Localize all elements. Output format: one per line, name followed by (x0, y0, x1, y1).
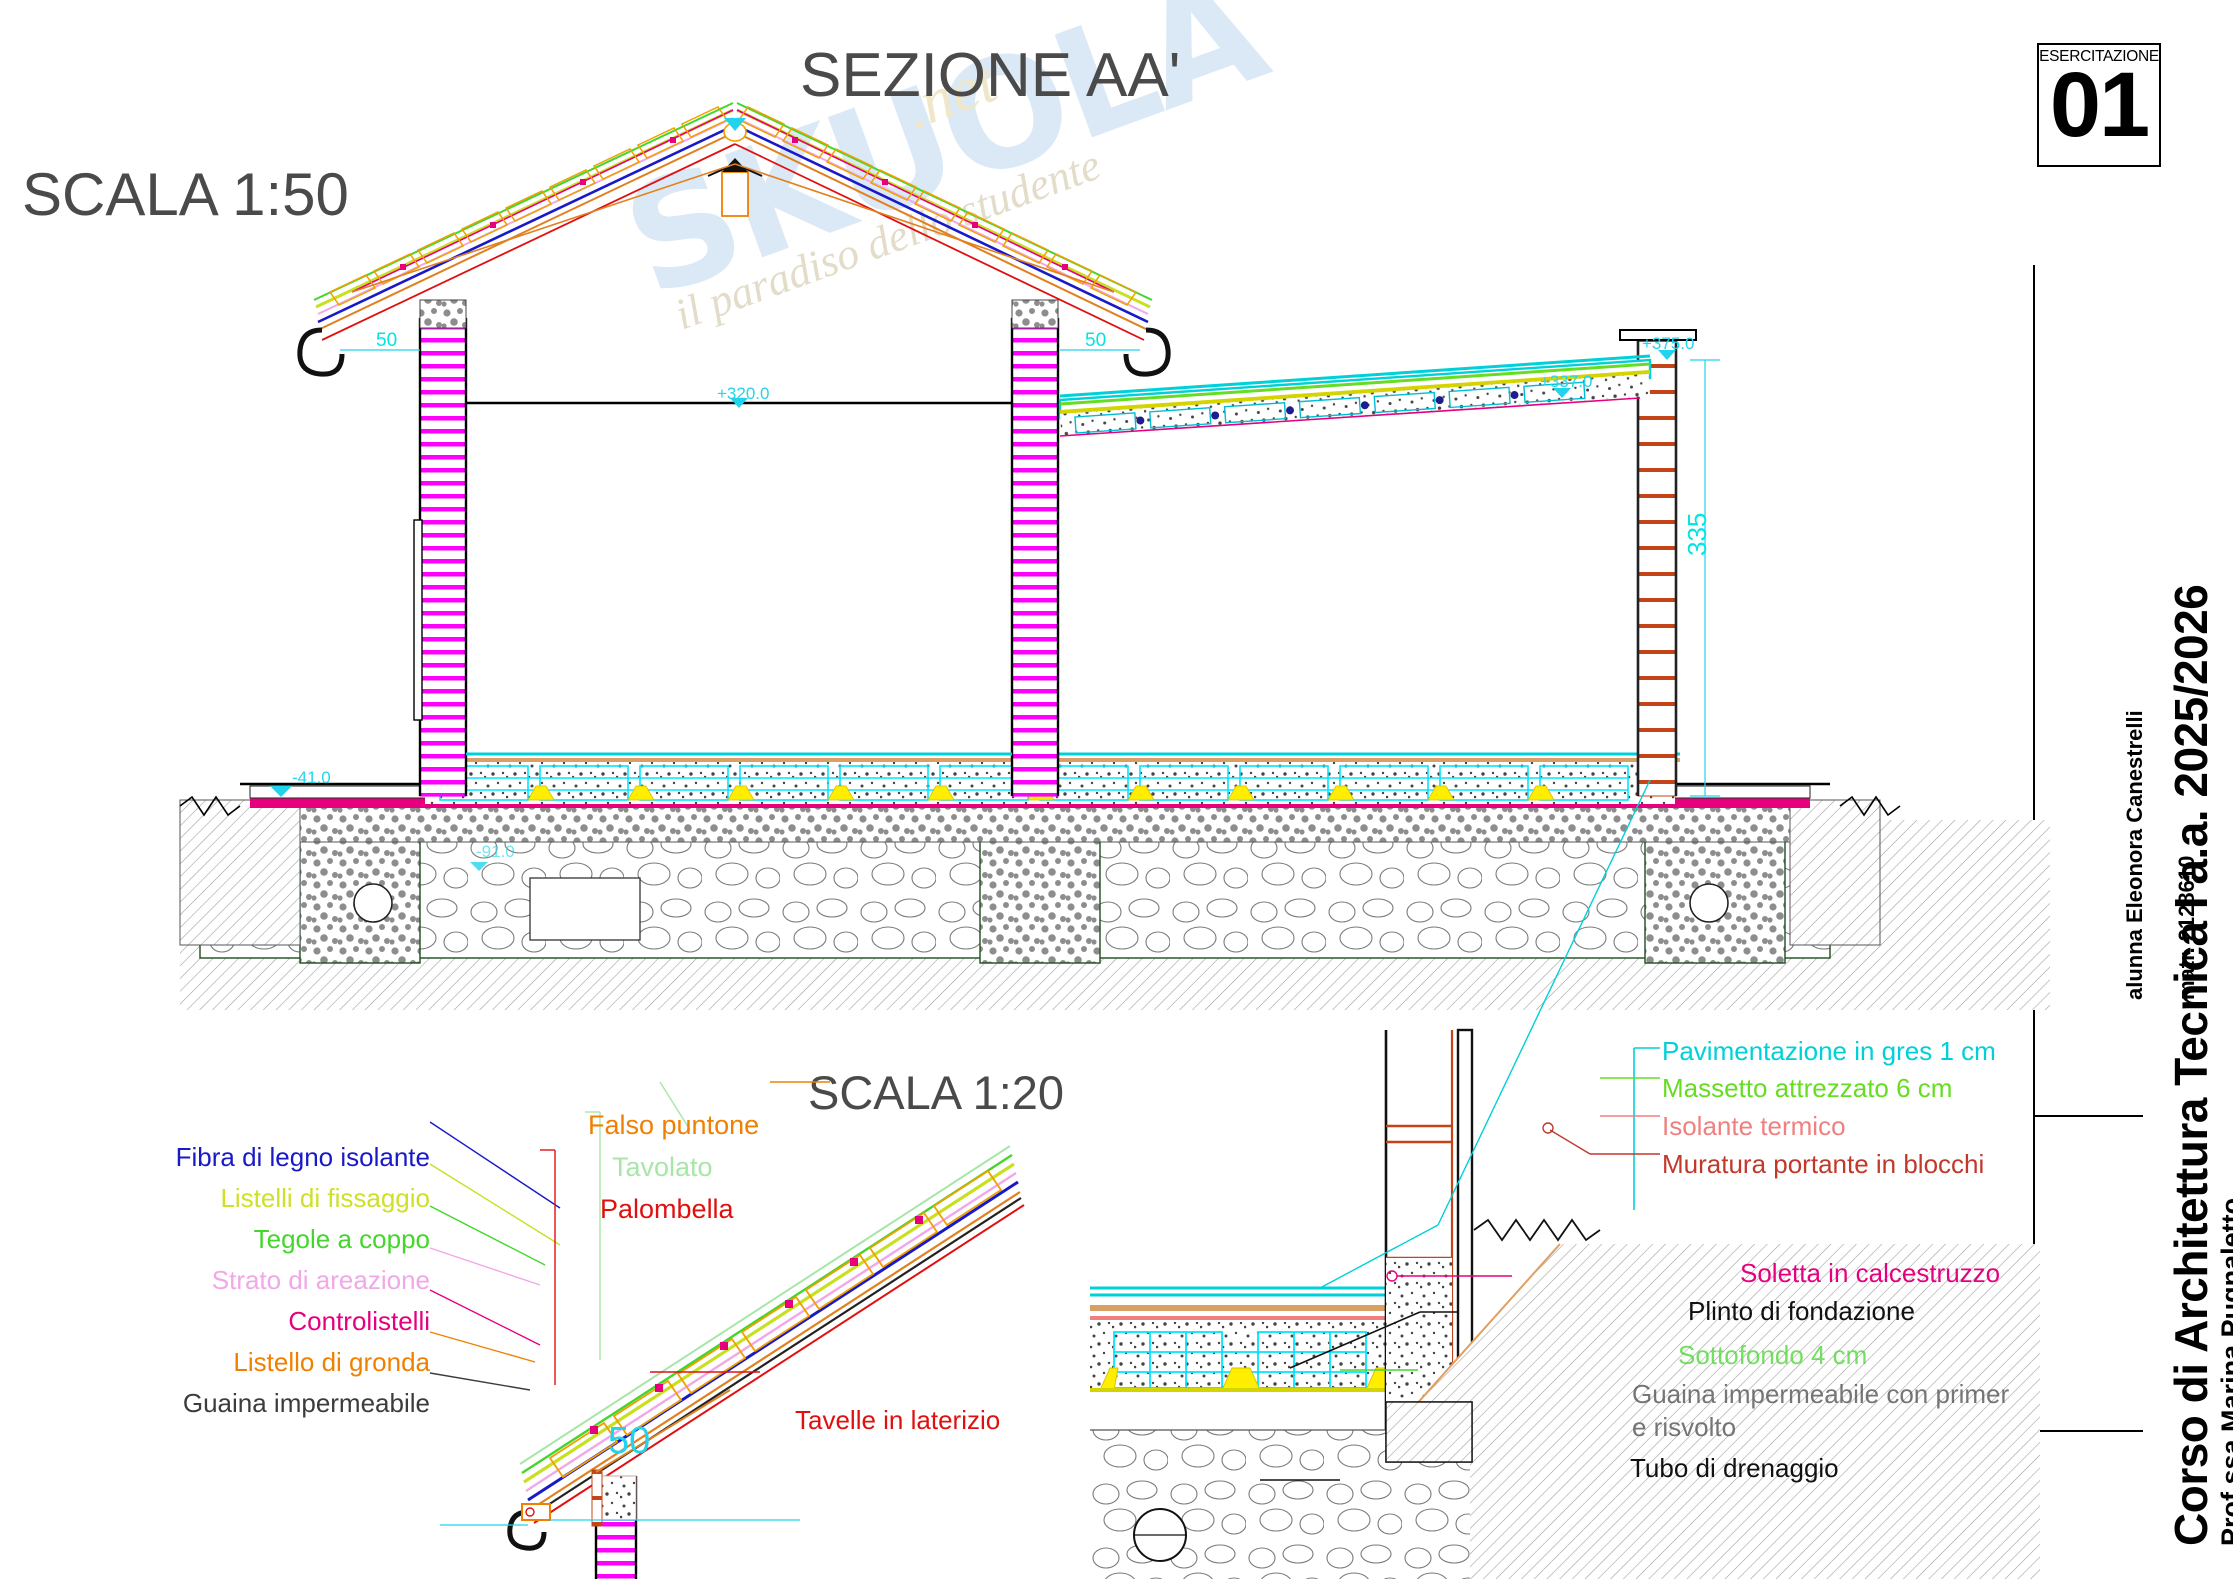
roof-eave-detail-drawing (440, 1145, 1025, 1579)
legend-item-strato-areazione: Strato di areazione (211, 1265, 430, 1295)
elevation-marker-parapet (1658, 350, 1676, 360)
legend-item-tubo-drenaggio: Tubo di drenaggio (1630, 1453, 1839, 1483)
main-scale-label: SCALA 1:50 (22, 161, 349, 228)
legend-item-controlistelli: Controlistelli (288, 1306, 430, 1336)
legend-item-tavelle: Tavelle in laterizio (795, 1405, 1001, 1435)
legend-item-falso-puntone: Falso puntone (588, 1110, 760, 1140)
legend-item-guaina-primer: Guaina impermeabile con primer e risvolt… (1632, 1378, 2022, 1443)
elevation-marker-roof-edge (1553, 388, 1571, 398)
dimension-wall-height: 335 (1682, 512, 1712, 556)
building-section-drawing (179, 102, 2050, 1010)
exercise-badge-number: 01 (2049, 54, 2150, 156)
legend-item-palombella: Palombella (600, 1194, 734, 1224)
titleblock-divider-lower (2033, 1430, 2143, 1432)
legend-item-plinto: Plinto di fondazione (1688, 1296, 1915, 1326)
legend-item-listelli: Listelli di fissaggio (220, 1183, 430, 1213)
elevation-marker-ceiling (730, 398, 748, 408)
elevation-marker-ground (270, 786, 292, 797)
dimension-eave-right: 50 (1085, 330, 1107, 351)
foundation-legend-leaders (1260, 1270, 1512, 1481)
legend-item-muratura: Muratura portante in blocchi (1662, 1149, 1985, 1179)
legend-item-sottofondo: Sottofondo 4 cm (1678, 1340, 1868, 1370)
elevation-label-parapet: +375.0 (1642, 334, 1695, 353)
exercise-badge-label: ESERCITAZIONE (2039, 48, 2159, 65)
elevation-label-footing: -91.0 (476, 842, 515, 861)
legend-item-guaina-primer-text: Guaina impermeabile con primer e risvolt… (1632, 1379, 2010, 1442)
legend-item-tegole: Tegole a coppo (253, 1224, 430, 1254)
legend-item-fibra-legno: Fibra di legno isolante (175, 1142, 430, 1172)
legend-item-soletta: Soletta in calcestruzzo (1740, 1258, 2001, 1288)
legend-item-listello-gronda: Listello di gronda (233, 1347, 430, 1377)
titleblock-divider-upper (2033, 1115, 2143, 1117)
legend-item-pavimentazione: Pavimentazione in gres 1 cm (1662, 1036, 1996, 1066)
legend-item-tavolato: Tavolato (612, 1152, 713, 1182)
titleblock-matricola: matr. 2128610 (2174, 855, 2199, 1000)
legend-item-isolante: Isolante termico (1662, 1111, 1846, 1141)
dimension-detail-eave: 50 (608, 1420, 651, 1462)
elevation-label-roof-edge: +337.0 (1540, 372, 1593, 391)
floor-legend-leaders (1542, 1047, 1660, 1210)
titleblock-course: Corso di Architettura Tecnica I a.a. 202… (2165, 584, 2217, 1546)
page-title: SEZIONE AA' (800, 41, 1181, 110)
foundation-detail-drawing (1090, 779, 2040, 1579)
legend-item-massetto: Massetto attrezzato 6 cm (1662, 1073, 1953, 1103)
roof-detail-scale-label: SCALA 1:20 (808, 1066, 1065, 1119)
exercise-badge: ESERCITAZIONE 01 (2037, 43, 2161, 167)
roof-legend-leaders (429, 1081, 830, 1391)
elevation-marker-footing (470, 862, 488, 871)
titleblock-student: alunna Eleonora Canestrelli (2122, 710, 2147, 1000)
elevation-marker-ridge (724, 118, 746, 131)
dimension-eave-left: 50 (376, 330, 398, 351)
elevation-label-ground: -41.0 (292, 768, 331, 787)
legend-item-guaina: Guaina impermeabile (182, 1388, 430, 1418)
titleblock-professor: Prof.ssa Marina Pugnaletto (2216, 1197, 2233, 1546)
